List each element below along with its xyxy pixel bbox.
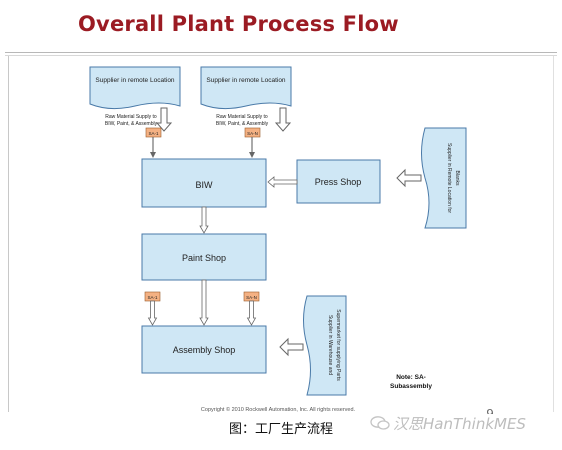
assembly-shop-box: Assembly Shop <box>141 325 267 374</box>
wechat-icon <box>370 416 390 430</box>
arrow-sa1-to-assembly <box>147 300 158 326</box>
sa-n-badge-top: SA-N <box>244 127 261 138</box>
sa-1-badge-top: SA-1 <box>145 127 162 138</box>
blanks-supplier: Supplier in Remote Location for Blanks <box>421 127 467 229</box>
process-flow-diagram: Supplier in remote Location Supplier in … <box>89 66 494 414</box>
title-divider-shadow <box>5 55 557 56</box>
press-shop-box: Press Shop <box>296 159 381 204</box>
biw-box: BIW <box>141 158 267 208</box>
note-line1: Note: SA- <box>396 374 426 381</box>
slide-right-border <box>553 56 554 412</box>
warehouse-supplier-line2: Supermarket for supplying Parts <box>335 309 341 381</box>
slide-title: Overall Plant Process Flow <box>78 12 399 36</box>
supplier-2-label: Supplier in remote Location <box>206 77 286 84</box>
sa-1-badge-assembly: SA-1 <box>144 291 161 302</box>
svg-text:SA-N: SA-N <box>246 295 257 300</box>
arrow-warehouse-to-assembly <box>279 337 304 357</box>
supplier-remote-location-1: Supplier in remote Location <box>89 66 181 110</box>
supplier-remote-location-2: Supplier in remote Location <box>200 66 292 110</box>
press-shop-label: Press Shop <box>315 177 362 187</box>
warehouse-supplier: Supplier in Warehouse and Supermarket fo… <box>303 295 347 396</box>
svg-text:SA-1: SA-1 <box>148 131 159 136</box>
warehouse-supplier-line1: Supplier in Warehouse and <box>327 315 333 375</box>
paint-shop-box: Paint Shop <box>141 233 267 281</box>
arrow-press-to-biw <box>267 176 298 188</box>
svg-text:SA-1: SA-1 <box>147 295 158 300</box>
slide-left-border <box>8 56 9 412</box>
blanks-supplier-line1: Supplier in Remote Location for <box>446 143 452 213</box>
supplier-1-supply-line2: BIW, Paint, & Assembly <box>105 121 158 127</box>
bent-arrow-2 <box>274 107 292 132</box>
supplier-1-label: Supplier in remote Location <box>95 77 175 84</box>
figure-caption: 图：工厂生产流程 <box>228 422 333 437</box>
arrow-blanks-to-press <box>396 168 422 188</box>
arrow-paint-to-assembly <box>199 279 209 326</box>
paint-shop-label: Paint Shop <box>182 253 226 263</box>
copyright: Copyright © 2010 Rockwell Automation, In… <box>201 406 356 413</box>
supplier-2-supply-line2: BIW, Paint, & Assembly <box>216 121 269 127</box>
page-number: 9 <box>486 406 493 414</box>
supplier-1-supply-line1: Raw Material Supply to <box>105 114 157 120</box>
sa-n-badge-assembly: SA-N <box>243 291 260 302</box>
watermark: 汉思HanThinkMES <box>393 415 526 433</box>
blanks-supplier-line2: Blanks <box>454 170 460 186</box>
note-line2: Subassembly <box>390 383 432 390</box>
bent-arrow-1 <box>155 107 173 132</box>
arrow-san-to-assembly <box>246 300 257 326</box>
biw-label: BIW <box>196 180 214 190</box>
supplier-2-supply-line1: Raw Material Supply to <box>216 114 268 120</box>
assembly-shop-label: Assembly Shop <box>173 345 236 355</box>
title-divider <box>5 52 557 53</box>
slide: Overall Plant Process Flow Supplier in r… <box>5 12 557 414</box>
arrow-biw-to-paint <box>199 206 209 234</box>
svg-text:SA-N: SA-N <box>247 131 258 136</box>
